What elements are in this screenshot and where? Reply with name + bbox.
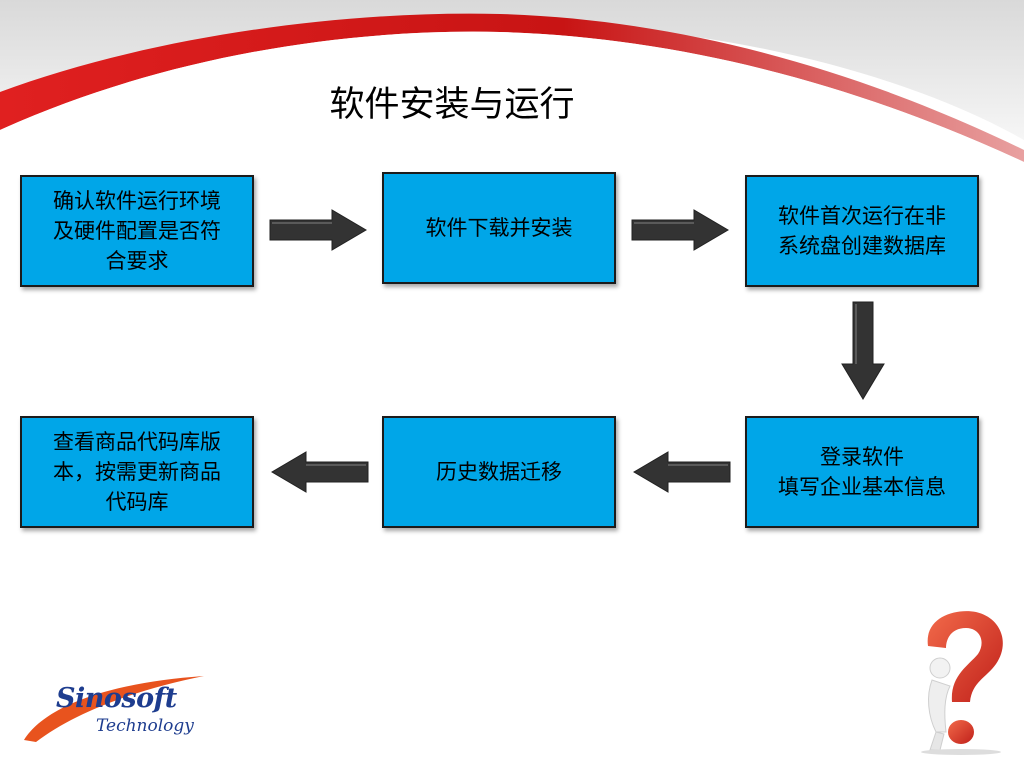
step-box-first-run: 软件首次运行在非 系统盘创建数据库 [745, 175, 979, 287]
step-label: 确认软件运行环境 及硬件配置是否符 合要求 [53, 189, 221, 273]
step-label: 软件下载并安装 [425, 216, 573, 240]
sinosoft-logo-icon [24, 676, 204, 742]
slide-title: 软件安装与运行 [329, 85, 575, 125]
left-arrow-icon [271, 451, 369, 493]
step-label: 软件首次运行在非 系统盘创建数据库 [778, 204, 946, 258]
header-wave-decoration [0, 0, 1024, 175]
step-box-login: 登录软件 填写企业基本信息 [745, 416, 979, 528]
left-arrow-icon [633, 451, 731, 493]
step-label: 登录软件 填写企业基本信息 [778, 445, 946, 499]
down-arrow-icon [841, 301, 885, 400]
step-label: 历史数据迁移 [436, 460, 562, 484]
step-box-download-install: 软件下载并安装 [382, 172, 616, 284]
right-arrow-icon [631, 209, 729, 251]
step-box-check-environment: 确认软件运行环境 及硬件配置是否符 合要求 [20, 175, 254, 287]
step-box-data-migration: 历史数据迁移 [382, 416, 616, 528]
logo-sub-text: Technology [96, 716, 194, 736]
right-arrow-icon [269, 209, 367, 251]
step-box-query-update: 查看商品代码库版 本，按需更新商品 代码库 [20, 416, 254, 528]
step-label: 查看商品代码库版 本，按需更新商品 代码库 [53, 430, 221, 514]
logo-brand-text: Sinosoft [56, 683, 177, 714]
question-mark-figure-icon [921, 611, 1003, 755]
